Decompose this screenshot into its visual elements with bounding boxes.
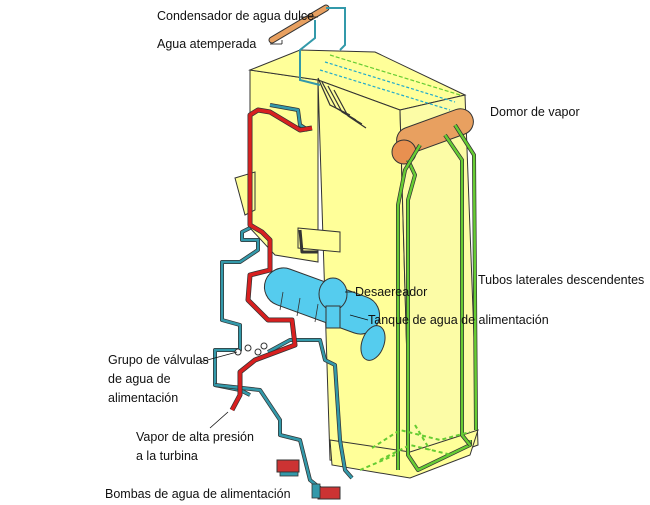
deaerator-neck [325, 305, 341, 329]
roof-tube-dotted-2 [319, 69, 451, 111]
pump-2-motor [317, 486, 341, 500]
label-hp-steam-line1: Vapor de alta presión [136, 430, 254, 444]
valve-2 [244, 344, 252, 352]
steam-pipe-fill [230, 108, 313, 411]
label-steam-drum: Domor de vapor [490, 105, 580, 119]
leader-valve-group [199, 351, 238, 363]
label-valve-group-line2: de agua de [108, 372, 171, 386]
leader-feed-tank [349, 314, 369, 321]
pump-1-base [279, 471, 299, 477]
label-deaerator: Desaereador [355, 285, 428, 299]
label-side-tubes: Tubos laterales descendentes [478, 273, 645, 287]
condenser [268, 4, 346, 86]
water-pipe-drum-to-box [298, 229, 318, 254]
downcomer-tube-2-fill [443, 134, 471, 446]
water-pipe-main-fill [213, 226, 260, 397]
deaerator-body [318, 277, 348, 311]
feedwater-tank-end [360, 325, 386, 361]
condenser-water-line [299, 7, 346, 86]
pump-1-motor [276, 459, 300, 473]
valve-3 [254, 348, 262, 356]
deaerator [318, 277, 348, 329]
pump-2-base [311, 483, 321, 499]
label-tempered-water: Agua atemperada [157, 37, 257, 51]
steam-pipe [229, 107, 313, 412]
label-valve-group-line3: alimentación [108, 391, 179, 405]
label-condenser: Condensador de agua dulce [157, 9, 315, 23]
label-hp-steam-line2: a la turbina [136, 449, 198, 463]
label-valve-group-line1: Grupo de válvulas [108, 353, 209, 367]
roof-tube-1 [317, 77, 351, 116]
boiler-lower-box [297, 227, 341, 253]
label-feed-tank: Tanque de agua de alimentación [368, 313, 549, 327]
side-downcomer-tubes [359, 123, 478, 472]
valve-4 [260, 342, 268, 350]
feedwater-tank-bands [279, 291, 319, 323]
roof-tube-green-1 [329, 54, 461, 96]
condenser-pipe-fill [269, 5, 329, 43]
feedwater-pumps [276, 459, 341, 500]
downcomer-tube-3-fill [453, 124, 478, 431]
roof-tube-3 [327, 85, 363, 125]
roof-tube-4 [333, 89, 367, 129]
leader-hp-steam [209, 411, 229, 429]
valve-group [234, 342, 268, 356]
leader-lines [199, 16, 369, 429]
label-pumps: Bombas de agua de alimentación [105, 487, 291, 501]
roof-tube-dotted-1 [324, 61, 456, 103]
roof-tubes [317, 54, 461, 129]
downcomer-tube-4-fill [396, 144, 422, 470]
valve-1 [234, 348, 242, 356]
water-pipe-lower-fill [214, 383, 321, 489]
